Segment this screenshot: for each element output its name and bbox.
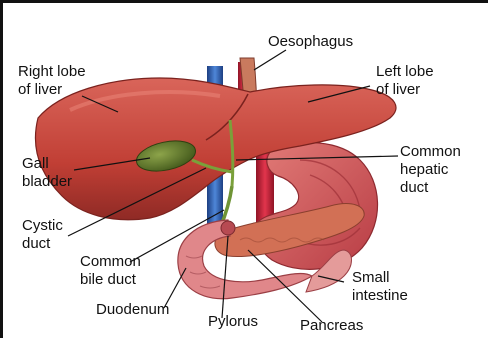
label-cystic-line1: Cystic bbox=[22, 217, 63, 234]
label-right-lobe-line2: of liver bbox=[18, 81, 62, 98]
label-oesophagus: Oesophagus bbox=[268, 33, 353, 50]
label-small-intestine-line1: Small bbox=[352, 269, 390, 286]
label-left-lobe-line2: of liver bbox=[376, 81, 420, 98]
label-cystic-line2: duct bbox=[22, 235, 51, 252]
label-gall-line1: Gall bbox=[22, 155, 49, 172]
label-pylorus: Pylorus bbox=[208, 313, 258, 330]
leader-oesophagus bbox=[254, 50, 286, 70]
label-small-intestine-line2: intestine bbox=[352, 287, 408, 304]
label-pancreas: Pancreas bbox=[300, 317, 363, 334]
label-right-lobe-line1: Right lobe bbox=[18, 63, 86, 80]
label-common-hepatic-line3: duct bbox=[400, 179, 429, 196]
label-common-bile-line2: bile duct bbox=[80, 271, 137, 288]
label-left-lobe-line1: Left lobe bbox=[376, 63, 434, 80]
label-gall-line2: bladder bbox=[22, 173, 72, 190]
label-common-hepatic-line2: hepatic bbox=[400, 161, 449, 178]
label-common-hepatic-line1: Common bbox=[400, 143, 461, 160]
label-duodenum: Duodenum bbox=[96, 301, 169, 318]
pylorus bbox=[221, 221, 235, 235]
label-common-bile-line1: Common bbox=[80, 253, 141, 270]
